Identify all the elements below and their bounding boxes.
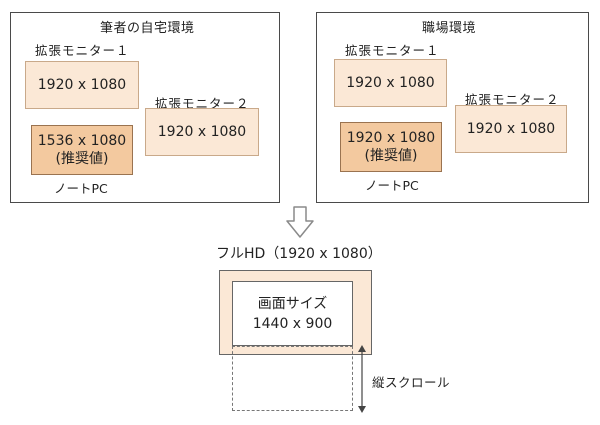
home-monitor2-resolution: 1920 x 1080 bbox=[157, 124, 247, 140]
work-monitor1: 1920 x 1080 bbox=[334, 59, 447, 107]
home-monitor1-label: 拡張モニター１ bbox=[35, 43, 130, 58]
work-laptop: 1920 x 1080 (推奨値) bbox=[340, 122, 442, 172]
work-monitor2-resolution: 1920 x 1080 bbox=[466, 121, 556, 137]
vertical-scroll-arrow-icon bbox=[358, 345, 366, 413]
vertical-scroll-label: 縦スクロール bbox=[372, 375, 451, 390]
work-laptop-label: ノートPC bbox=[365, 178, 419, 193]
home-monitor2: 1920 x 1080 bbox=[145, 108, 259, 156]
scroll-overflow-area bbox=[232, 346, 353, 411]
home-monitor1-resolution: 1920 x 1080 bbox=[37, 77, 127, 93]
work-laptop-note: (推奨値) bbox=[364, 148, 418, 164]
screen-size-resolution: 1440 x 900 bbox=[252, 315, 333, 332]
work-monitor1-resolution: 1920 x 1080 bbox=[346, 75, 435, 91]
browser-screen-area: 画面サイズ 1440 x 900 bbox=[232, 281, 353, 346]
work-monitor2-label: 拡張モニター２ bbox=[465, 92, 560, 107]
home-laptop-note: (推奨値) bbox=[55, 151, 109, 167]
down-arrow-icon bbox=[286, 206, 314, 238]
full-hd-title: フルHD（1920 x 1080） bbox=[216, 246, 382, 262]
work-monitor2: 1920 x 1080 bbox=[455, 105, 567, 153]
home-laptop-label: ノートPC bbox=[54, 181, 108, 196]
work-monitor1-label: 拡張モニター１ bbox=[345, 43, 440, 58]
work-environment-title: 職場環境 bbox=[422, 21, 477, 36]
home-environment-title: 筆者の自宅環境 bbox=[100, 21, 195, 36]
home-laptop-resolution: 1536 x 1080 bbox=[37, 133, 127, 149]
home-laptop: 1536 x 1080 (推奨値) bbox=[31, 125, 133, 175]
home-monitor1: 1920 x 1080 bbox=[25, 61, 139, 109]
screen-size-label: 画面サイズ bbox=[257, 295, 328, 312]
work-laptop-resolution: 1920 x 1080 bbox=[346, 130, 436, 146]
home-monitor2-label: 拡張モニター２ bbox=[155, 96, 250, 111]
